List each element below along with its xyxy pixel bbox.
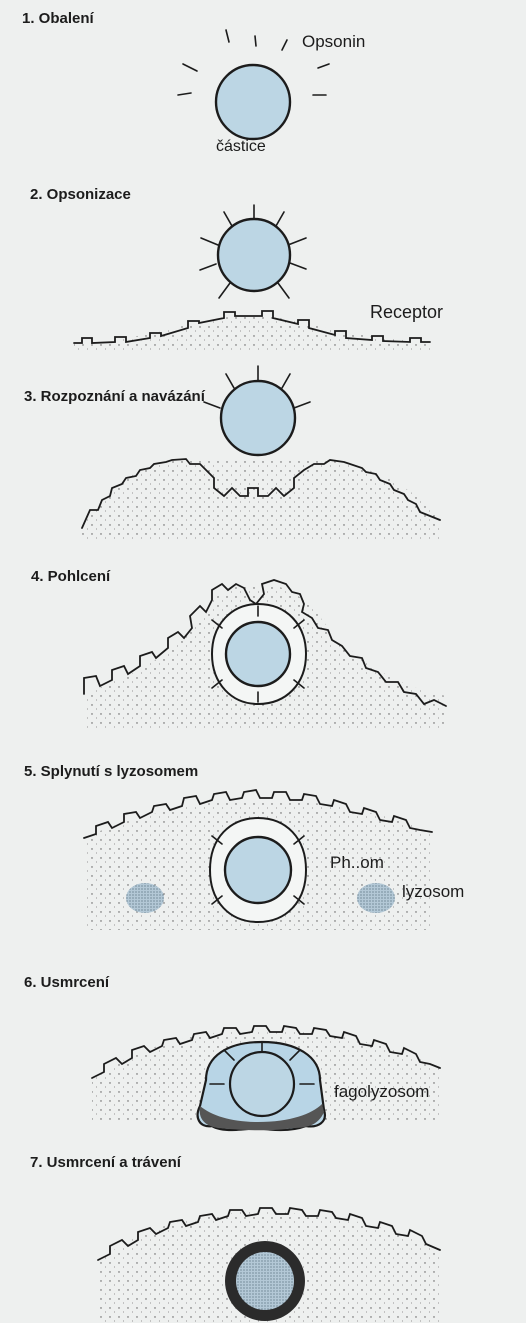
particle-label: částice xyxy=(216,139,266,155)
step-5-title: 5. Splynutí s lyzosomem xyxy=(24,764,198,779)
phagosome-label: Ph..om xyxy=(330,854,384,871)
opsonin-stroke-1 xyxy=(226,30,229,42)
opsonin-stroke-4 xyxy=(183,64,197,71)
opsonin-stroke-2 xyxy=(255,36,256,46)
lysosome-right xyxy=(357,883,395,913)
step-2-title: 2. Opsonizace xyxy=(30,187,131,202)
engulfed-particle xyxy=(226,622,290,686)
step-4-title: 4. Pohlcení xyxy=(31,569,110,584)
step6-art xyxy=(92,1026,440,1130)
step2-art xyxy=(74,205,430,352)
step-7-title: 7. Usmrcení a trávení xyxy=(30,1155,181,1170)
opsonin-stroke-3 xyxy=(282,40,287,50)
step7-art xyxy=(98,1208,440,1323)
phagolysosome-label: fagolyzosom xyxy=(334,1083,429,1100)
digested-content xyxy=(236,1252,294,1310)
step4-art xyxy=(84,580,446,730)
receptor-label: Receptor xyxy=(370,303,443,321)
bound-particle xyxy=(221,381,295,455)
lysosome-left xyxy=(126,883,164,913)
lysosome-label: lyzosom xyxy=(402,883,464,900)
opsonin-stroke-5 xyxy=(318,64,329,68)
dying-particle xyxy=(230,1052,294,1116)
particle-circle xyxy=(216,65,290,139)
step-3-title: 3. Rozpoznání a navázání xyxy=(24,389,205,404)
phagosome-particle xyxy=(225,837,291,903)
opsonized-particle xyxy=(218,219,290,291)
opsonin-label: Opsonin xyxy=(302,33,365,50)
opsonin-stroke-6 xyxy=(178,93,191,95)
step-6-title: 6. Usmrcení xyxy=(24,975,109,990)
step-1-title: 1. Obalení xyxy=(22,11,94,26)
